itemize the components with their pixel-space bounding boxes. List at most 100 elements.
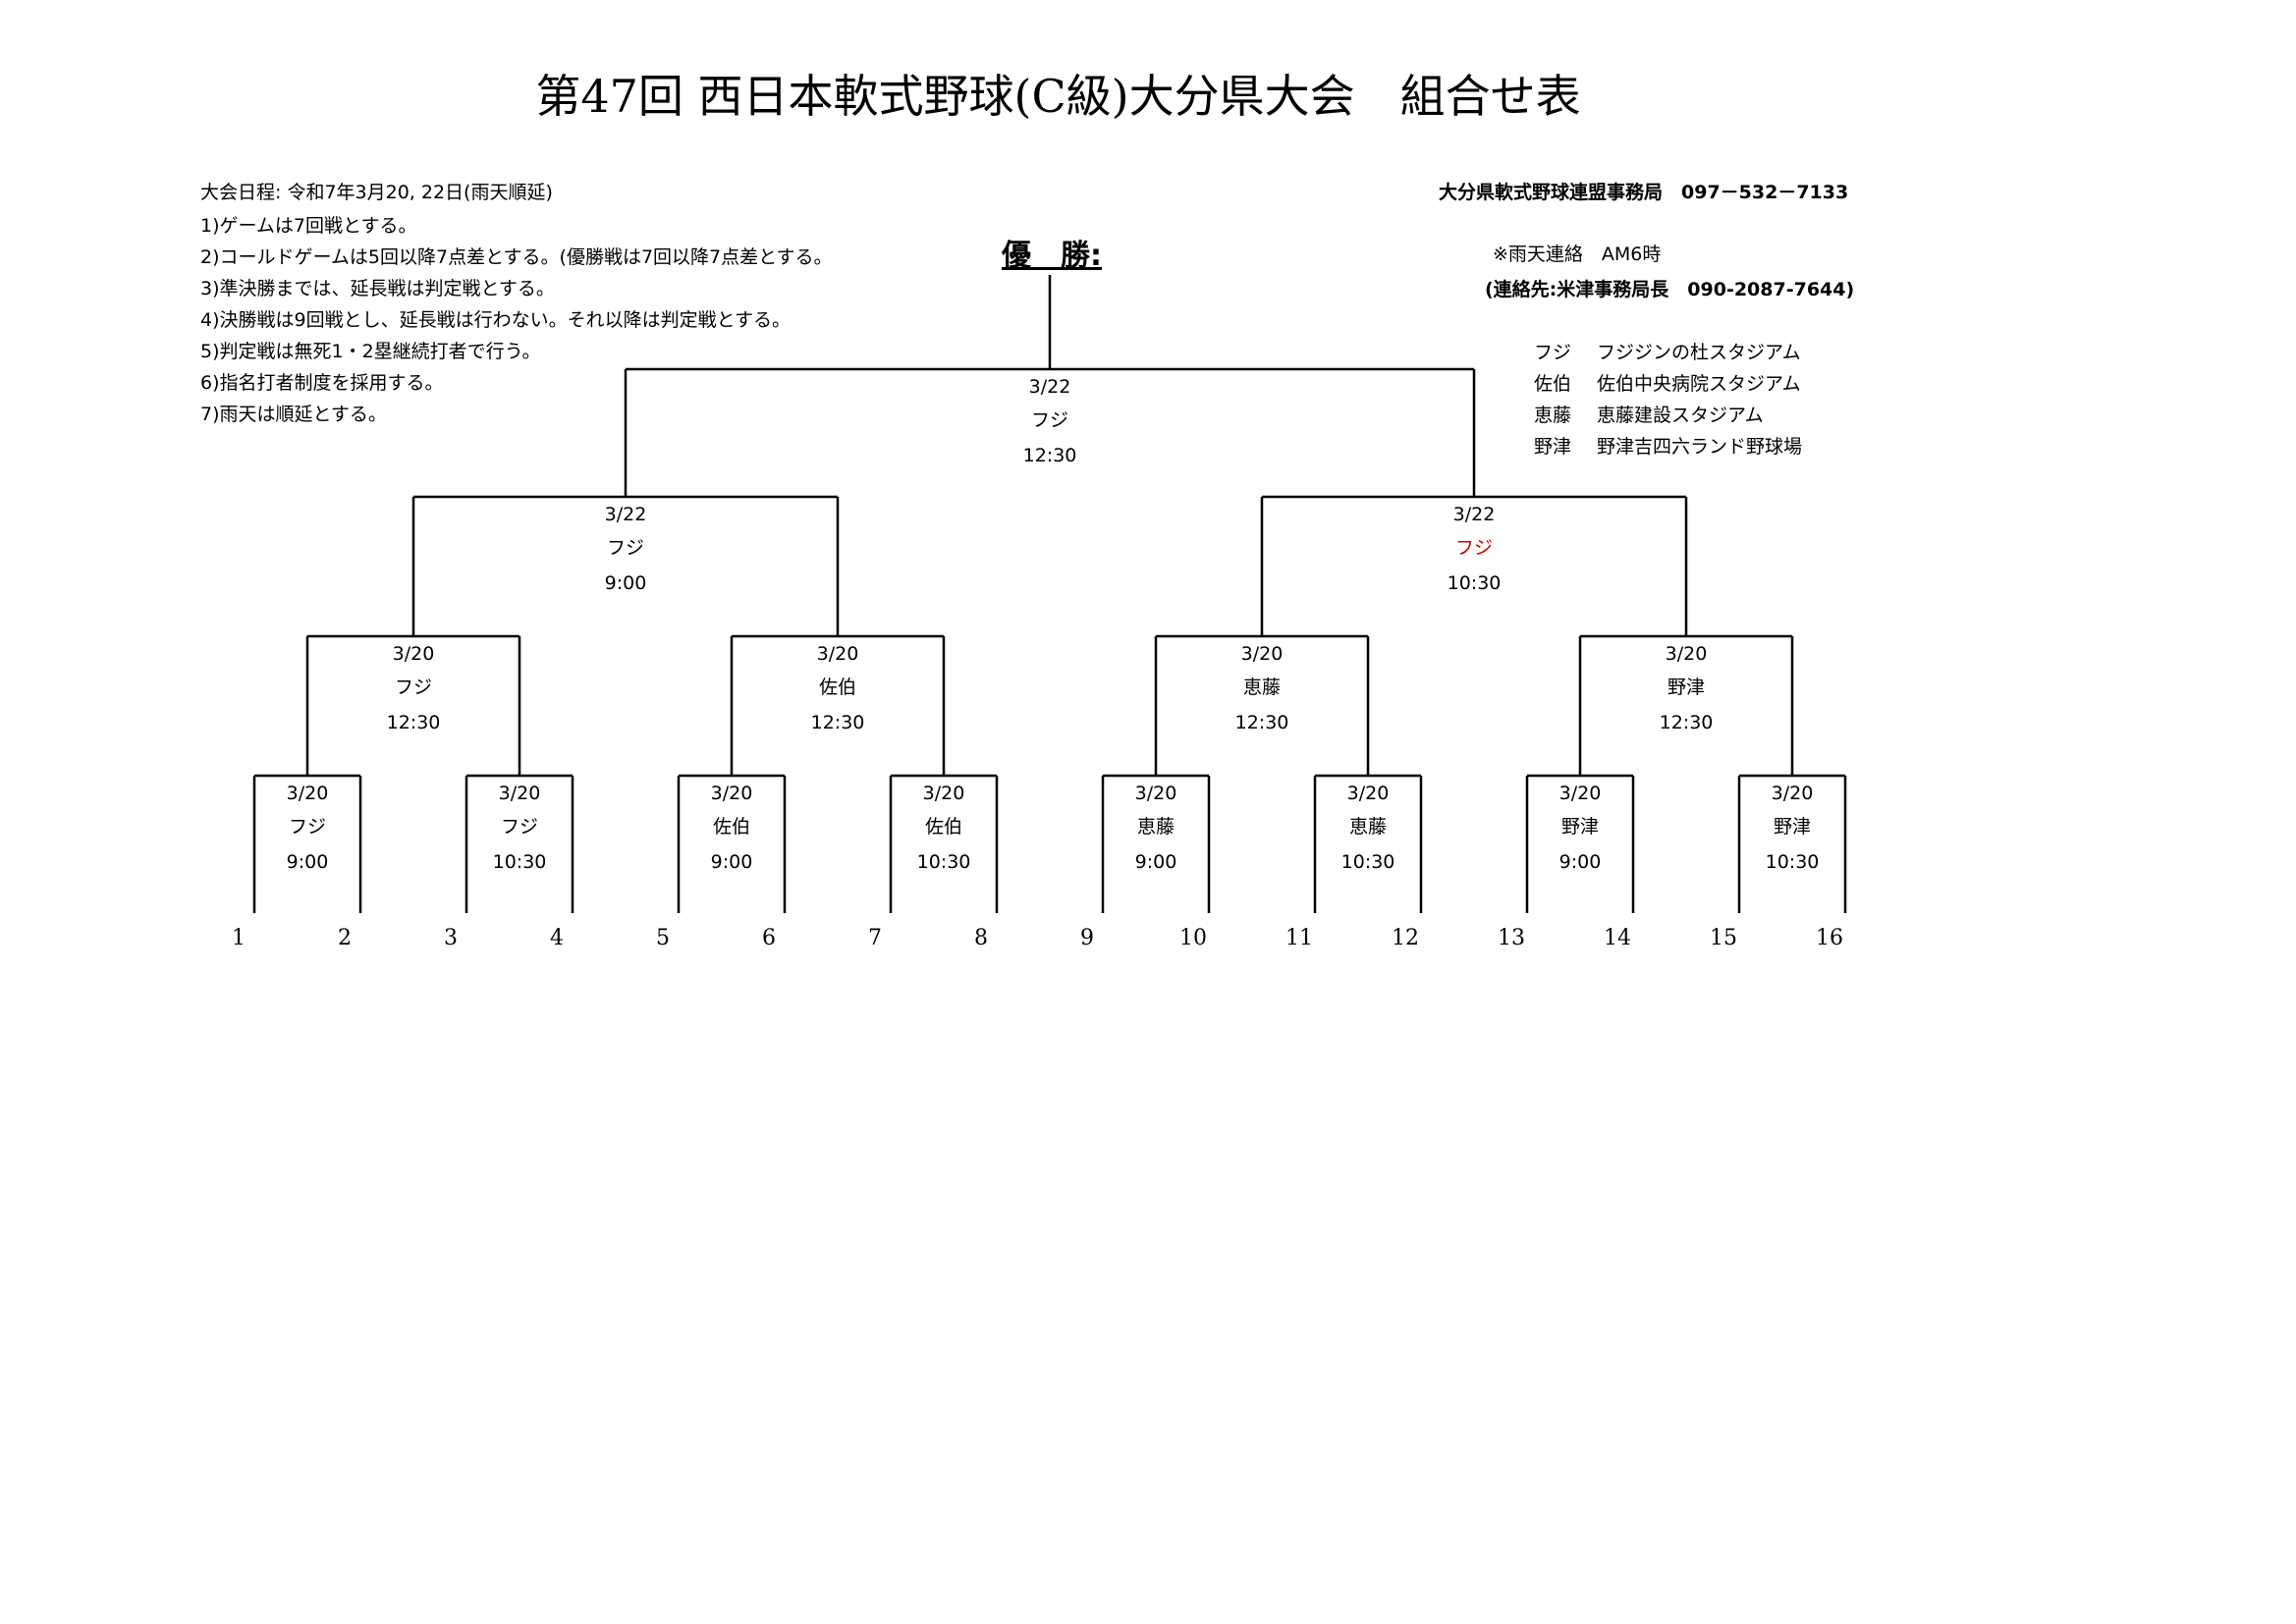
seed-number: 8 [974,926,988,950]
match-round1-1: 3/20 フジ 9:00 [287,783,329,873]
match-date: 3/20 [1559,783,1602,804]
seed-number: 16 [1816,926,1843,950]
rule-item: 4)決勝戦は9回戦とし、延長戦は行わない。それ以降は判定戦とする。 [200,309,792,331]
rain-contact-note: ※雨天連絡 AM6時 [1493,244,1662,265]
match-time: 10:30 [1448,572,1502,594]
match-time: 9:00 [711,851,753,873]
match-time: 10:30 [1766,851,1820,873]
match-date: 3/20 [1772,783,1814,804]
seed-number: 13 [1498,926,1525,950]
seed-number: 11 [1285,926,1313,950]
match-venue: 佐伯 [713,816,750,838]
venue-name: 恵藤建設スタジアム [1597,405,1764,426]
seed-number: 14 [1604,926,1631,950]
match-time: 12:30 [1660,712,1714,733]
seed-number: 4 [550,926,564,950]
match-date: 3/20 [1347,783,1390,804]
match-round1-3: 3/20 佐伯 9:00 [711,783,753,873]
match-round2-3: 3/20 恵藤 12:30 [1235,643,1289,733]
match-venue: フジ [395,677,432,698]
rule-item: 2)コールドゲームは5回以降7点差とする。(優勝戦は7回以降7点差とする。 [200,246,833,268]
match-time: 9:00 [1559,851,1602,873]
match-venue: フジ [607,537,644,559]
match-time: 10:30 [493,851,547,873]
match-round3-1: 3/22 フジ 9:00 [605,504,647,594]
seed-number: 1 [232,926,246,950]
match-date: 3/22 [605,504,647,525]
match-time: 10:30 [1341,851,1395,873]
match-venue: 野津 [1667,677,1705,698]
match-date: 3/22 [1453,504,1496,525]
match-venue: 野津 [1561,816,1599,838]
match-date: 3/22 [1029,376,1071,398]
venue-abbr: 恵藤 [1534,405,1572,426]
match-date: 3/20 [1241,643,1284,665]
match-date: 3/20 [817,643,859,665]
match-time: 12:30 [811,712,865,733]
match-time: 10:30 [917,851,971,873]
match-round1-5: 3/20 恵藤 9:00 [1135,783,1177,873]
match-time: 12:30 [1235,712,1289,733]
match-round1-2: 3/20 フジ 10:30 [493,783,547,873]
match-time: 9:00 [287,851,329,873]
match-date: 3/20 [1666,643,1708,665]
match-round1-7: 3/20 野津 9:00 [1559,783,1602,873]
rule-item: 6)指名打者制度を採用する。 [200,372,444,394]
match-round1-6: 3/20 恵藤 10:30 [1341,783,1395,873]
seed-number: 9 [1080,926,1094,950]
match-round4-1: 3/22 フジ 12:30 [1023,376,1077,466]
match-venue: 佐伯 [925,816,962,838]
seed-number: 2 [338,926,352,950]
seed-number: 10 [1179,926,1207,950]
match-date: 3/20 [711,783,753,804]
match-venue: フジ [1455,537,1493,559]
page-title: 第47回 西日本軟式野球(C級)大分県大会 組合せ表 [535,70,1581,123]
champion-label: 優 勝: [1002,239,1102,273]
seed-number: 3 [444,926,458,950]
match-venue: 佐伯 [819,677,856,698]
federation-office-contact: 大分県軟式野球連盟事務局 097－532－7133 [1439,182,1849,203]
match-venue: フジ [501,816,538,838]
seed-number: 6 [762,926,776,950]
match-round1-4: 3/20 佐伯 10:30 [917,783,971,873]
match-round2-2: 3/20 佐伯 12:30 [811,643,865,733]
match-round1-8: 3/20 野津 10:30 [1766,783,1820,873]
seed-number: 5 [656,926,670,950]
match-venue: フジ [1031,409,1068,431]
seed-number: 7 [868,926,882,950]
rule-item: 5)判定戦は無死1・2塁継続打者で行う。 [200,341,541,362]
match-date: 3/20 [499,783,541,804]
rule-item: 1)ゲームは7回戦とする。 [200,215,417,237]
tournament-schedule: 大会日程: 令和7年3月20, 22日(雨天順延) [200,182,553,203]
match-time: 9:00 [1135,851,1177,873]
match-time: 9:00 [605,572,647,594]
rule-item: 3)準決勝までは、延長戦は判定戦とする。 [200,278,555,299]
match-venue: 恵藤 [1243,677,1281,698]
match-venue: 恵藤 [1349,816,1387,838]
match-venue: 恵藤 [1137,816,1175,838]
contact-person: (連絡先:米津事務局長 090-2087-7644) [1485,279,1855,300]
venue-abbr: フジ [1534,342,1572,363]
match-round2-4: 3/20 野津 12:30 [1660,643,1714,733]
match-date: 3/20 [1135,783,1177,804]
venue-item: 野津 野津吉四六ランド野球場 [1534,431,1802,462]
seed-number: 15 [1710,926,1737,950]
venue-name: 佐伯中央病院スタジアム [1597,373,1801,395]
venue-legend: フジフジジンの杜スタジアム 佐伯佐伯中央病院スタジアム 恵藤恵藤建設スタジアム … [1534,337,1802,462]
venue-item: 佐伯 佐伯中央病院スタジアム [1534,368,1802,400]
venue-name: フジジンの杜スタジアム [1597,342,1801,363]
venue-abbr: 佐伯 [1534,373,1572,395]
venue-name: 野津吉四六ランド野球場 [1597,436,1803,458]
match-venue: 野津 [1774,816,1811,838]
match-date: 3/20 [287,783,329,804]
match-round3-2: 3/22 フジ 10:30 [1448,504,1502,594]
rule-item: 7)雨天は順延とする。 [200,404,387,425]
match-time: 12:30 [1023,445,1077,466]
seed-number: 12 [1392,926,1419,950]
match-venue: フジ [289,816,326,838]
match-time: 12:30 [387,712,441,733]
rules-list: 1)ゲームは7回戦とする。 2)コールドゲームは5回以降7点差とする。(優勝戦は… [200,210,833,430]
match-date: 3/20 [923,783,965,804]
venue-abbr: 野津 [1534,436,1572,458]
